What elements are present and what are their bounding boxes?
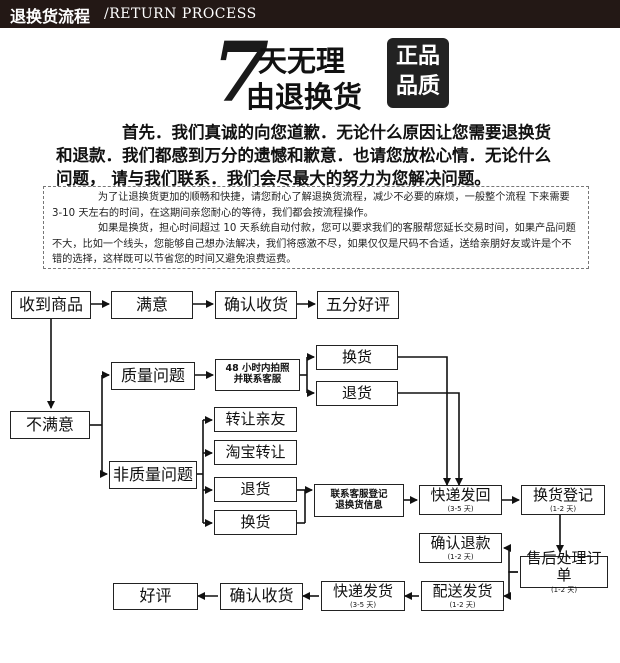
node-five-star-review: 五分好评 <box>317 291 399 319</box>
banner-numeral: 7 <box>212 25 270 121</box>
header-title-cn: 退换货流程 <box>10 7 91 26</box>
banner-slogan-line1: 天无理 <box>258 44 346 78</box>
apology-line2: 和退款．我们都感到万分的遗憾和歉意．也请您放松心情．无论什么 <box>56 146 551 165</box>
header-bar: 退换货流程 /RETURN PROCESS <box>0 0 620 28</box>
node-register-info: 联系客服登记退换货信息 <box>314 484 404 517</box>
node-return-b: 退货 <box>214 477 297 502</box>
node-exchange-b: 换货 <box>214 510 297 535</box>
node-good-review: 好评 <box>113 583 198 610</box>
header-title-en: /RETURN PROCESS <box>104 6 257 22</box>
apology-line3: 问题， 请与我们联系．我们会尽最大的努力为您解决问题。 <box>56 169 491 188</box>
node-quality-issue: 质量问题 <box>111 362 195 390</box>
notice-paragraph-2: 如果是换货，担心时间超过 10 天系统自动付款，您可以要求我们的客服帮您延长交易… <box>52 223 576 265</box>
node-taobao-transfer: 淘宝转让 <box>214 440 297 465</box>
node-satisfied: 满意 <box>111 291 193 319</box>
node-express-return: 快递发回(3-5 天) <box>419 485 502 515</box>
node-confirm-receipt-top: 确认收货 <box>215 291 297 319</box>
banner-slogan-line2: 由退换货 <box>246 80 363 114</box>
apology-text: 首先．我们真诚的向您道歉．无论什么原因让您需要退换货 和退款．我们都感到万分的遗… <box>56 121 586 190</box>
node-delivery: 配送发货(1-2 天) <box>421 581 504 611</box>
node-transfer-friend: 转让亲友 <box>214 407 297 432</box>
node-non-quality-issue: 非质量问题 <box>109 461 197 489</box>
node-exchange-register: 换货登记(1-2 天) <box>521 485 605 515</box>
notice-box: 为了让退换货更加的顺畅和快捷，请您耐心了解退换货流程，减少不必要的麻烦，一般整个… <box>43 186 589 269</box>
node-aftersale-order: 售后处理订单(1-2 天) <box>520 550 608 594</box>
node-received: 收到商品 <box>11 291 91 319</box>
node-photo-contact: 48 小时内拍照并联系客服 <box>215 359 300 391</box>
notice-paragraph-1: 为了让退换货更加的顺畅和快捷，请您耐心了解退换货流程，减少不必要的麻烦，一般整个… <box>52 192 570 219</box>
node-express-ship: 快递发货(3-5 天) <box>321 581 405 611</box>
node-exchange-a: 换货 <box>316 345 398 370</box>
node-confirm-receipt-bottom: 确认收货 <box>220 583 303 610</box>
node-unsatisfied: 不满意 <box>10 411 90 439</box>
seal-line2: 品质 <box>395 74 440 99</box>
seal-line1: 正品 <box>395 44 440 69</box>
node-return-a: 退货 <box>316 381 398 406</box>
node-confirm-refund: 确认退款(1-2 天) <box>419 533 502 563</box>
apology-line1: 首先．我们真诚的向您道歉．无论什么原因让您需要退换货 <box>122 123 551 142</box>
quality-seal: 正品 品质 <box>387 38 449 108</box>
